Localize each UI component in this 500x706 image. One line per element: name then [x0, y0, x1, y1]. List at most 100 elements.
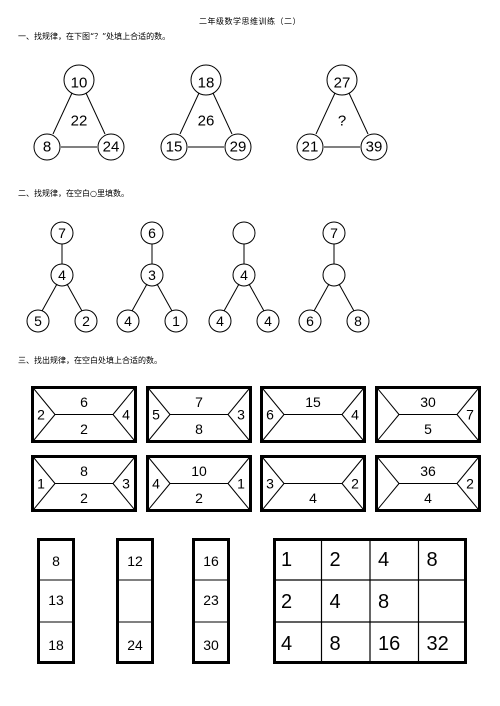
- right-number: 2: [82, 313, 90, 329]
- envelope-diagonal: [377, 457, 400, 484]
- section-1-heading: 一、找规律，在下图“？”处填上合适的数。: [18, 32, 171, 41]
- right-number: 8: [354, 313, 362, 329]
- envelope-diagonal: [227, 483, 250, 510]
- envelope-border: [260, 455, 366, 512]
- triangle-edge: [348, 92, 369, 135]
- right-number: 1: [172, 313, 180, 329]
- envelope-diagonal: [456, 414, 479, 441]
- tree-branch: [338, 283, 355, 312]
- top-number: 36: [420, 463, 436, 479]
- bottom-number: 5: [424, 421, 432, 437]
- envelope-border: [375, 386, 481, 443]
- bottom-number: 4: [309, 490, 317, 506]
- left-number: 6: [266, 407, 274, 423]
- grid-cell: 8: [378, 591, 389, 613]
- envelope-diagonal: [456, 483, 479, 510]
- column-cell: 24: [127, 637, 143, 653]
- top-circle: [190, 64, 222, 96]
- top-number: 27: [334, 75, 351, 92]
- grid-cell: 2: [330, 549, 341, 571]
- envelope-diagonal: [377, 414, 400, 441]
- right-circle: [360, 133, 388, 161]
- envelope-diagonal: [112, 388, 135, 415]
- top-number: 6: [148, 225, 156, 241]
- tree-branch: [313, 283, 330, 312]
- number-column: 12 24: [116, 538, 154, 664]
- top-number: 15: [305, 394, 321, 410]
- envelope-box: 36 4 2: [375, 455, 481, 512]
- envelope-border: [31, 455, 137, 512]
- column-cell: 30: [203, 637, 219, 653]
- triangle-edge: [179, 92, 200, 135]
- center-number: 26: [198, 113, 215, 130]
- left-circle: [26, 309, 50, 333]
- right-number: 39: [366, 139, 383, 156]
- envelope-diagonal: [341, 388, 364, 415]
- left-number: 21: [302, 139, 319, 156]
- top-circle: [50, 221, 74, 245]
- left-number: 8: [43, 139, 51, 156]
- left-circle: [208, 309, 232, 333]
- tree-branch: [156, 283, 173, 312]
- center-number: ?: [338, 113, 346, 130]
- top-number: 7: [330, 225, 338, 241]
- middle-circle: [50, 263, 74, 287]
- right-circle: [164, 309, 188, 333]
- column-cell: 13: [48, 592, 64, 608]
- envelope-diagonal: [33, 483, 56, 510]
- right-number: 1: [237, 476, 245, 492]
- section-3-heading: 三、找出规律，在空白处填上合适的数。: [18, 356, 162, 365]
- top-number: 7: [195, 394, 203, 410]
- envelope-diagonal: [33, 414, 56, 441]
- top-number: 8: [80, 463, 88, 479]
- bottom-number: 4: [424, 490, 432, 506]
- envelope-diagonal: [262, 388, 285, 415]
- left-number: 2: [37, 407, 45, 423]
- top-circle: [322, 221, 346, 245]
- left-circle: [33, 133, 61, 161]
- top-circle: [232, 221, 256, 245]
- tree-branch: [248, 283, 265, 312]
- grid-cell: 16: [378, 633, 400, 655]
- envelope-diagonal: [227, 414, 250, 441]
- right-circle: [346, 309, 370, 333]
- envelope-diagonal: [112, 483, 135, 510]
- tree-branch: [223, 283, 240, 312]
- left-number: 4: [124, 313, 132, 329]
- column-border: [192, 538, 230, 664]
- envelope-diagonal: [33, 388, 56, 415]
- top-number: 10: [191, 463, 207, 479]
- section-2-heading: 二、找规律，在空白○里填数。: [18, 189, 129, 198]
- grid-border: [273, 538, 467, 664]
- bottom-number: 2: [80, 421, 88, 437]
- envelope-diagonal: [148, 457, 171, 484]
- triangle-edge: [315, 92, 336, 135]
- envelope-diagonal: [112, 457, 135, 484]
- middle-circle: [232, 263, 256, 287]
- tree-branch: [66, 283, 83, 312]
- middle-number: 4: [240, 267, 248, 283]
- right-circle: [224, 133, 252, 161]
- right-number: 2: [466, 476, 474, 492]
- triangle-figure: 27? 21 39: [296, 64, 388, 161]
- right-number: 7: [466, 407, 474, 423]
- grid-cell: 4: [281, 633, 292, 655]
- column-border: [37, 538, 75, 664]
- envelope-diagonal: [341, 414, 364, 441]
- right-number: 3: [237, 407, 245, 423]
- top-circle: [63, 64, 95, 96]
- column-cell: 12: [127, 553, 143, 569]
- right-number: 2: [351, 476, 359, 492]
